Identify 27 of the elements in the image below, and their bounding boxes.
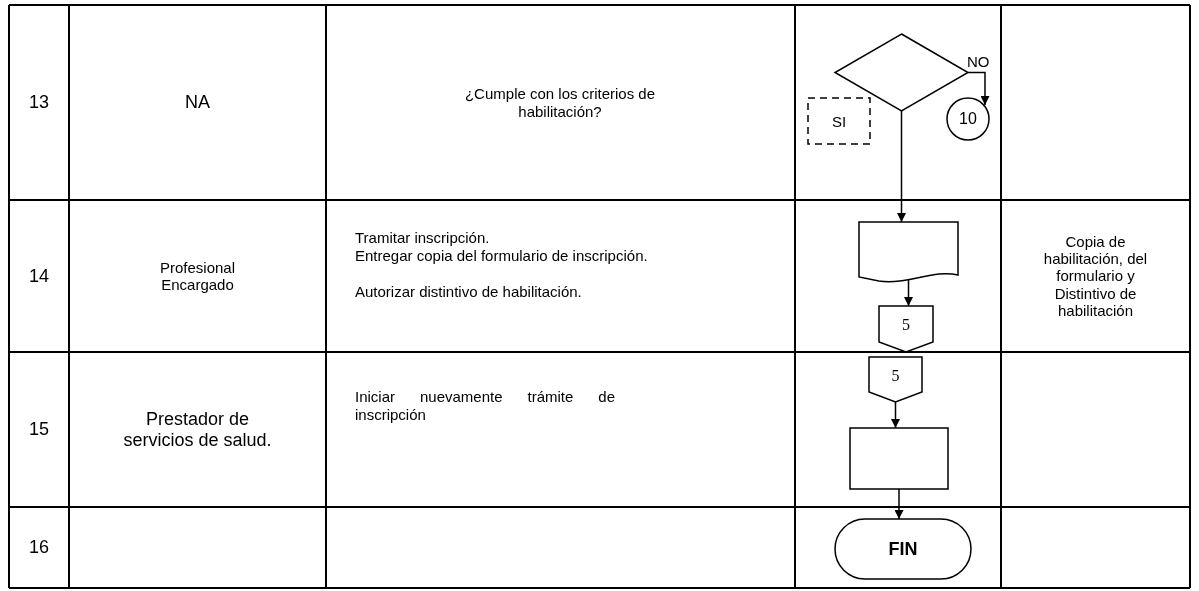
cell-text: ¿Cumple con los criterios de habilitación? xyxy=(463,84,657,122)
arrow xyxy=(897,110,906,223)
off-page-connector: 5 xyxy=(879,306,933,352)
cell-text: Profesional Encargado xyxy=(158,257,236,295)
document-shape xyxy=(859,222,958,283)
arrow xyxy=(904,279,913,307)
arrow xyxy=(894,488,904,520)
cell-text: Autorizar distintivo de habilitación. xyxy=(355,283,583,301)
edge-label: NO xyxy=(967,52,990,70)
dashed-box: SI xyxy=(807,97,871,145)
cell-text: 16 xyxy=(28,536,50,560)
decision-diamond xyxy=(835,34,968,111)
off-page-connector: 5 xyxy=(869,357,922,402)
connector-circle: 10 xyxy=(946,97,990,141)
cell-text: Tramitar inscripción. xyxy=(355,229,491,247)
cell-text: NA xyxy=(184,91,211,115)
cell-text: 13 xyxy=(28,91,50,115)
cell-text: Copia de habilitación, del formulario y Distintivo de habilitación xyxy=(1042,231,1149,321)
cell-text: 14 xyxy=(28,264,50,288)
cell-text: Iniciar nuevamente trámite de inscripción xyxy=(355,388,615,424)
cell-text: 15 xyxy=(28,418,50,442)
cell-text: Entregar copia del formulario de inscripción. xyxy=(355,247,649,265)
arrow xyxy=(891,401,900,429)
terminator: FIN xyxy=(835,519,971,579)
cell-text: Prestador de servicios de salud. xyxy=(122,407,273,452)
arrow xyxy=(967,71,990,106)
process-box xyxy=(850,428,948,489)
